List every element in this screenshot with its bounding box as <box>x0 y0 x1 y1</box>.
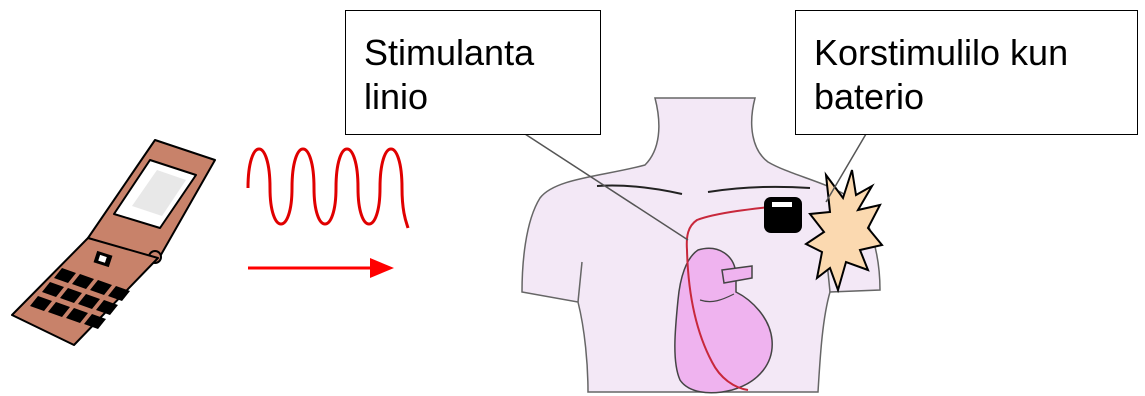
phone-bottom-half <box>12 238 158 345</box>
label-box-pacing-lead: Stimulanta linio <box>345 10 601 135</box>
label-lead-line1: Stimulanta <box>364 31 600 75</box>
arrow-right-icon <box>248 258 394 278</box>
label-battery-line1: Korstimulilo kun <box>814 31 1137 75</box>
label-lead-line2: linio <box>364 75 600 119</box>
radio-wave-icon <box>248 149 408 228</box>
label-box-pacemaker-battery: Korstimulilo kun baterio <box>795 10 1138 135</box>
mobile-phone-icon <box>12 140 215 345</box>
label-battery-line2: baterio <box>814 75 1137 119</box>
